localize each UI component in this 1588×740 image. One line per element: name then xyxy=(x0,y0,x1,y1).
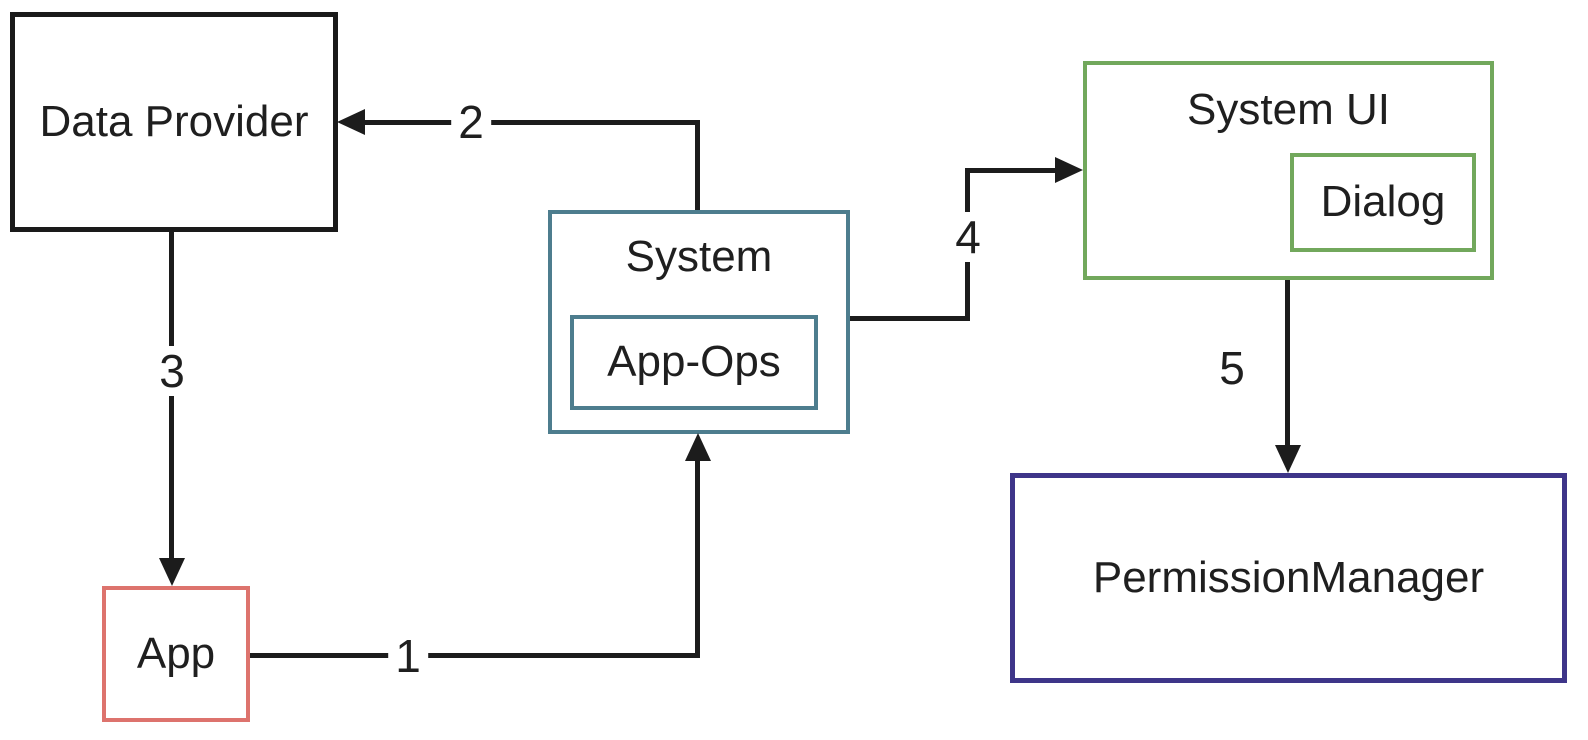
edge-3-arrowhead-icon xyxy=(159,558,185,586)
node-app-label: App xyxy=(136,628,216,678)
edge-2-line-vertical xyxy=(695,122,700,210)
edge-1-arrowhead-icon xyxy=(685,433,711,461)
edge-1-line-horizontal xyxy=(250,653,700,658)
node-system: System App-Ops xyxy=(548,210,850,434)
edge-5-label: 5 xyxy=(1212,343,1252,393)
edge-4-label: 4 xyxy=(948,212,988,262)
edge-3-label: 3 xyxy=(152,346,192,396)
edge-4-arrowhead-icon xyxy=(1055,157,1083,183)
edge-2-line-horizontal xyxy=(360,120,700,125)
node-system-label: System xyxy=(625,232,773,281)
edge-5-arrowhead-icon xyxy=(1275,445,1301,473)
node-system-ui-label: System UI xyxy=(1187,85,1390,134)
node-data-provider-label: Data Provider xyxy=(39,96,309,146)
edge-1-label: 1 xyxy=(388,631,428,681)
edge-4-line-horizontal-lower xyxy=(850,316,970,321)
edge-5-line-vertical xyxy=(1285,280,1290,447)
node-permission-manager-label: PermissionManager xyxy=(1092,552,1485,602)
edge-1-line-vertical xyxy=(695,458,700,658)
node-app-ops-label: App-Ops xyxy=(607,337,781,387)
node-data-provider: Data Provider xyxy=(10,12,338,232)
edge-2-arrowhead-icon xyxy=(337,109,365,135)
node-app: App xyxy=(102,586,250,722)
node-dialog-label: Dialog xyxy=(1320,177,1446,227)
edge-4-line-horizontal-upper xyxy=(968,168,1057,173)
edge-2-label: 2 xyxy=(451,97,491,147)
node-app-ops: App-Ops xyxy=(570,315,818,410)
node-system-ui: System UI Dialog xyxy=(1083,61,1494,280)
node-permission-manager: PermissionManager xyxy=(1010,473,1567,683)
node-dialog: Dialog xyxy=(1290,153,1476,252)
